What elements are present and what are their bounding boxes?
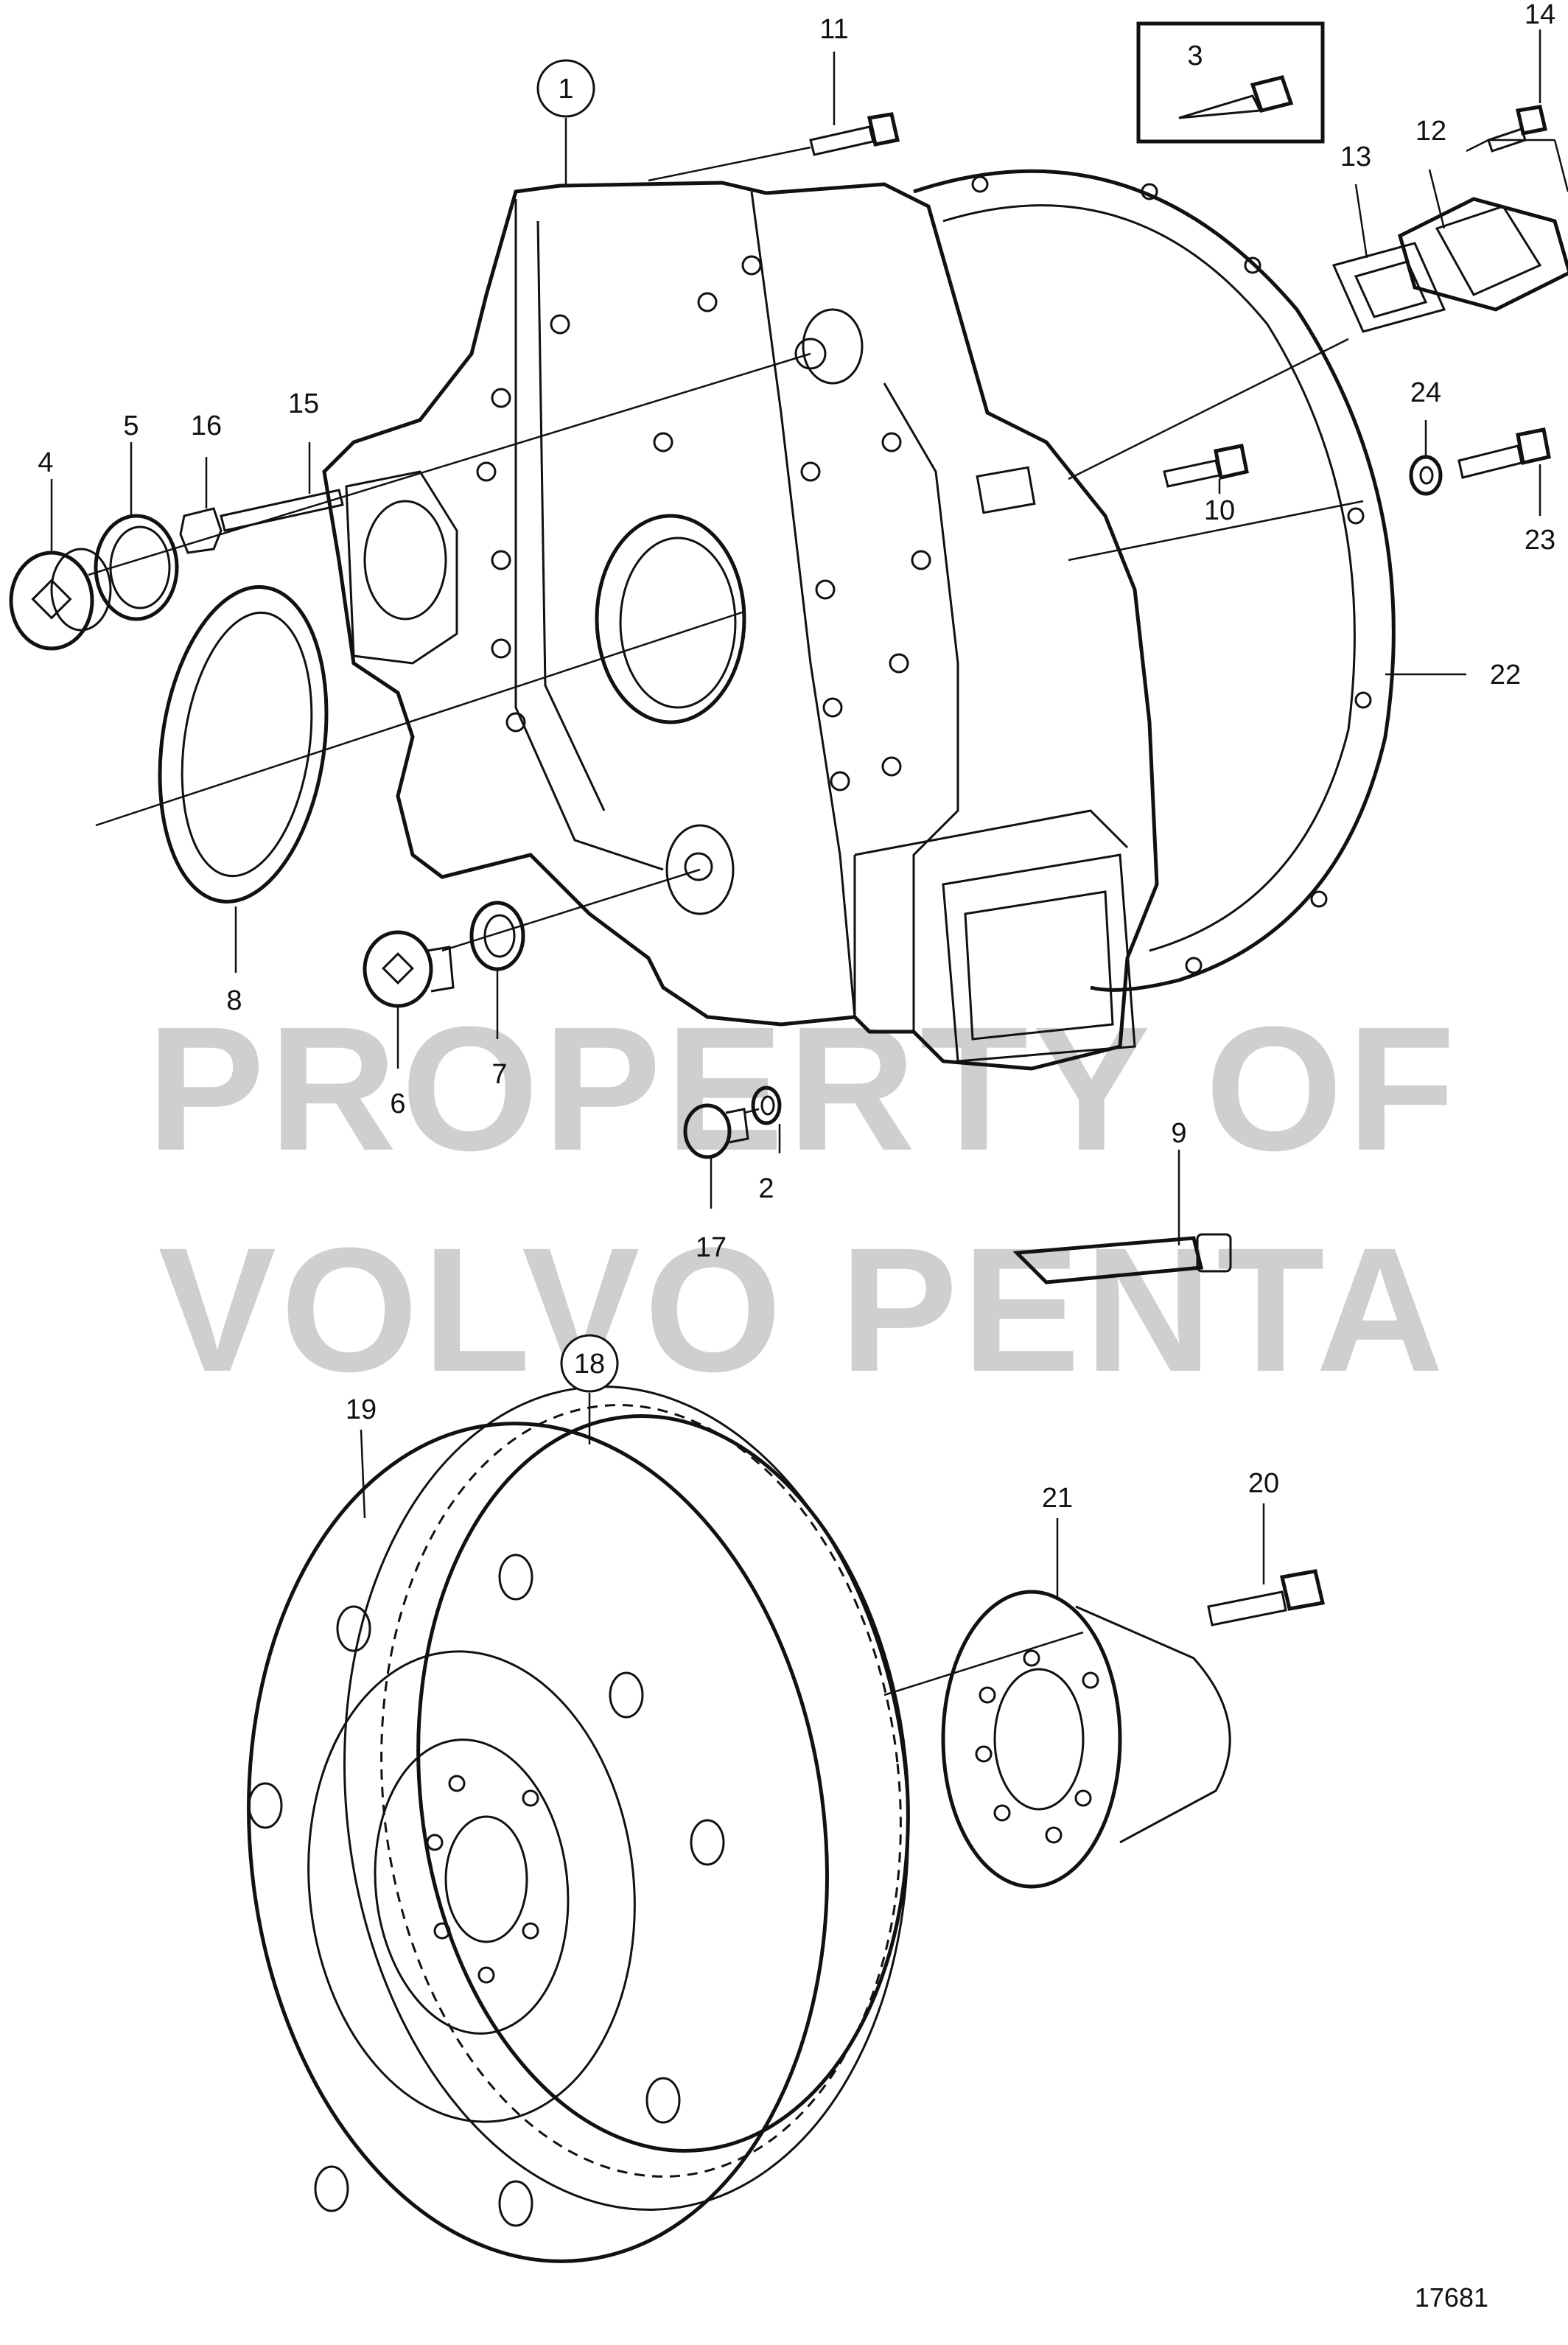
callout-20: 20 [1248, 1468, 1279, 1499]
part-8-seal-ring [158, 585, 329, 904]
callout-6: 6 [390, 1088, 405, 1119]
flywheel-hub [941, 1590, 1231, 1889]
flywheel-holes [248, 1554, 725, 2227]
flywheel [247, 1385, 910, 2263]
hub-flange [941, 1590, 1122, 1889]
callout-23: 23 [1525, 525, 1555, 556]
callout-14: 14 [1525, 0, 1555, 30]
callout-12: 12 [1415, 116, 1446, 147]
callout-16: 16 [191, 410, 222, 441]
part-11-bolt [809, 112, 900, 156]
watermark: PROPERTY OF VOLVO PENTA [147, 990, 1460, 1408]
part-9-sealant-tube [1012, 1233, 1232, 1285]
watermark-line-2: VOLVO PENTA [158, 1211, 1449, 1408]
part-16-nut [179, 507, 223, 554]
crank-bore [595, 514, 746, 724]
callout-circle-18 [560, 1334, 619, 1393]
part-17-plug [683, 1103, 749, 1159]
callout-4: 4 [38, 447, 53, 478]
part-10-bolt [1163, 444, 1249, 488]
callout-3: 3 [1187, 41, 1203, 71]
part-2-washer [751, 1086, 782, 1125]
callout-22: 22 [1490, 660, 1521, 691]
part-7-washer [469, 901, 525, 971]
part-23-bolt [1457, 427, 1551, 479]
callout-18: 18 [574, 1349, 605, 1380]
callout-21: 21 [1042, 1483, 1073, 1514]
callout-1: 1 [558, 74, 573, 105]
callout-5: 5 [123, 410, 139, 441]
watermark-line-1: PROPERTY OF [147, 990, 1460, 1187]
callout-labels: 1 2 3 4 5 6 7 8 9 10 11 12 13 14 15 16 1… [38, 0, 1555, 1514]
callout-10: 10 [1204, 495, 1235, 526]
housing-gasket [913, 169, 1396, 992]
leader-lines [50, 29, 1568, 1696]
callout-8: 8 [226, 985, 242, 1016]
flywheel-face [247, 1422, 829, 2263]
callout-11: 11 [819, 14, 848, 45]
part-24-washer [1409, 455, 1443, 496]
callout-15: 15 [288, 388, 319, 419]
callout-19: 19 [346, 1394, 377, 1425]
callout-circle-1 [536, 59, 595, 118]
callout-2: 2 [758, 1173, 774, 1204]
part-13-gasket [1331, 242, 1446, 333]
flywheel-housing [322, 181, 1159, 1071]
callout-17: 17 [696, 1232, 727, 1263]
part-12-cover [1398, 197, 1568, 312]
part-14-bolt [1487, 105, 1548, 153]
callout-13: 13 [1340, 141, 1371, 172]
part-20-bolt [1207, 1569, 1326, 1626]
callout-24: 24 [1410, 377, 1441, 408]
callout-9: 9 [1171, 1118, 1186, 1149]
part-15-stud [220, 489, 344, 532]
starter-opening [345, 470, 458, 665]
part-5-sealing-ring [94, 514, 179, 621]
drawing-number: 17681 [1415, 2282, 1488, 2313]
callout-7: 7 [491, 1059, 507, 1090]
inspection-window [976, 466, 1036, 514]
housing-bolt-holes [476, 255, 931, 791]
part-3-box [1136, 21, 1325, 144]
